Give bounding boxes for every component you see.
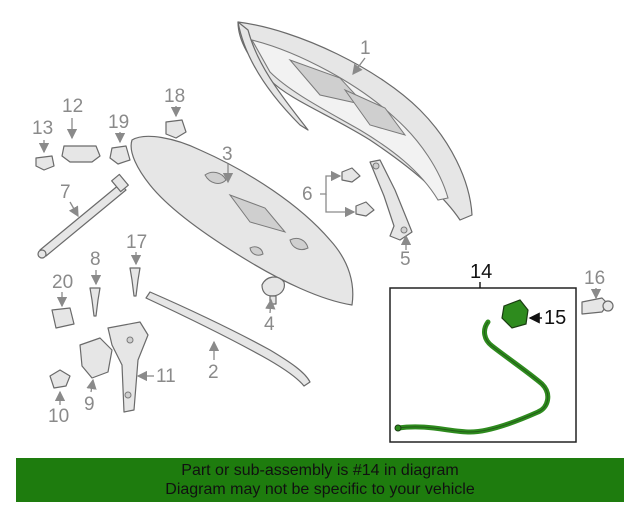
callout-19: 19: [108, 112, 129, 133]
hood-weatherstrip: [145, 291, 311, 387]
banner-line-1: Part or sub-assembly is #14 in diagram: [181, 462, 459, 479]
hood-insulator: [130, 135, 354, 306]
callout-5: 5: [400, 249, 411, 270]
callout-1: 1: [360, 38, 371, 59]
retainer-pin-8: [89, 287, 101, 317]
callout-12: 12: [62, 96, 83, 117]
callout-13: 13: [32, 118, 53, 139]
callout-8: 8: [90, 249, 101, 270]
hood-bumper: [261, 276, 285, 305]
callout-3: 3: [222, 144, 233, 165]
retainer-pin-17: [129, 267, 141, 297]
highlight-box-14: [389, 287, 577, 443]
latch-bracket: [79, 337, 113, 379]
latch-support: [107, 321, 149, 413]
bolt-10: [49, 369, 71, 389]
hood-hinge: [369, 159, 413, 241]
bumper-19: [109, 145, 131, 165]
bolt-16: [581, 297, 614, 315]
callout-11: 11: [156, 366, 176, 387]
block-20: [51, 307, 75, 329]
callout-2: 2: [208, 362, 219, 383]
hood-panel: [237, 21, 473, 221]
callout-10: 10: [48, 406, 69, 427]
latch-15: [501, 299, 529, 329]
callout-6: 6: [302, 184, 313, 205]
grommet-18: [165, 119, 187, 139]
callout-16: 16: [584, 268, 605, 289]
hood-strut: [37, 173, 129, 259]
callout-15: 15: [544, 307, 566, 329]
callout-18: 18: [164, 86, 185, 107]
callout-14: 14: [470, 261, 492, 283]
callout-20: 20: [52, 272, 73, 293]
push-pin-13: [35, 155, 55, 171]
info-banner: Part or sub-assembly is #14 in diagram D…: [16, 458, 624, 502]
callout-4: 4: [264, 314, 275, 335]
banner-line-2: Diagram may not be specific to your vehi…: [165, 481, 475, 498]
callout-9: 9: [84, 394, 95, 415]
clip-12: [61, 145, 101, 163]
callout-17: 17: [126, 232, 147, 253]
hinge-bolts: [341, 167, 375, 217]
callout-7: 7: [60, 182, 71, 203]
